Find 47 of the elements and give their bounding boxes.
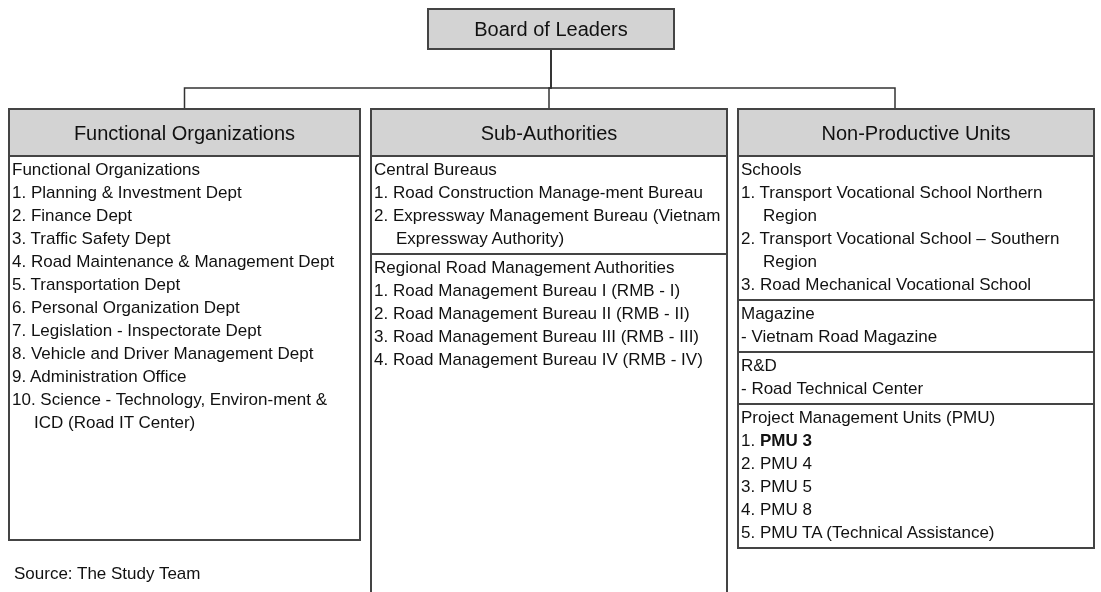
- list-item: 4. PMU 8: [741, 499, 813, 521]
- list-heading: Regional Road Management Authorities: [374, 257, 676, 279]
- source-note: Source: The Study Team: [14, 564, 201, 584]
- header-text: Sub-Authorities: [480, 122, 618, 145]
- list-item: 5. Transportation Dept: [12, 274, 182, 296]
- list-box: [370, 253, 728, 592]
- list-item: 3. Traffic Safety Dept: [12, 228, 172, 250]
- list-item: - Vietnam Road Magazine: [741, 326, 939, 348]
- connector-line: [550, 49, 896, 109]
- list-item: 2. Expressway Management Bureau (Vietnam Expressway Authority): [374, 205, 722, 250]
- list-item: 2. PMU 4: [741, 453, 813, 475]
- list-heading: Schools: [741, 159, 803, 181]
- list-item: 1. Transport Vocational School Northern Region: [741, 182, 1044, 227]
- list-box: [737, 155, 1095, 301]
- list-heading: Project Management Units (PMU): [741, 407, 997, 429]
- list-box: [737, 403, 1095, 549]
- list-item: 1. Road Management Bureau I (RMB - I): [374, 280, 682, 302]
- list-item: 1. PMU 3: [741, 430, 813, 452]
- header-text: Non-Productive Units: [821, 122, 1011, 145]
- list-item: 3. PMU 5: [741, 476, 813, 498]
- list-heading: R&D: [741, 355, 778, 377]
- list-item: 1. Road Construction Manage-ment Bureau: [374, 182, 704, 204]
- list-item: 4. Road Maintenance & Management Dept: [12, 251, 336, 273]
- title-text: Board of Leaders: [474, 17, 628, 41]
- list-box: [370, 155, 728, 255]
- list-item: 4. Road Management Bureau IV (RMB - IV): [374, 349, 704, 371]
- list-item: 3. Road Management Bureau III (RMB - III): [374, 326, 701, 348]
- list-heading: Central Bureaus: [374, 159, 498, 181]
- list-item: 6. Personal Organization Dept: [12, 297, 241, 319]
- title-box: [427, 8, 675, 50]
- list-item: 7. Legislation - Inspectorate Dept: [12, 320, 263, 342]
- list-item: 5. PMU TA (Technical Assistance): [741, 522, 996, 544]
- list-item: 9. Administration Office: [12, 366, 188, 388]
- list-item: 10. Science - Technology, Environ-ment & ICD (Road IT Center): [12, 389, 328, 434]
- list-heading: Functional Organizations: [12, 159, 202, 181]
- list-item: - Road Technical Center: [741, 378, 925, 400]
- list-item: 8. Vehicle and Driver Management Dept: [12, 343, 315, 365]
- list-item: 2. Transport Vocational School – Southern Region: [741, 228, 1061, 273]
- list-item: 2. Finance Dept: [12, 205, 133, 227]
- list-box: [737, 299, 1095, 353]
- header-text: Functional Organizations: [73, 122, 296, 145]
- list-item: 2. Road Management Bureau II (RMB - II): [374, 303, 691, 325]
- list-box: [8, 155, 361, 541]
- list-item: 1. Planning & Investment Dept: [12, 182, 243, 204]
- list-item: 3. Road Mechanical Vocational School: [741, 274, 1033, 296]
- list-heading: Magazine: [741, 303, 816, 325]
- list-box: [737, 351, 1095, 405]
